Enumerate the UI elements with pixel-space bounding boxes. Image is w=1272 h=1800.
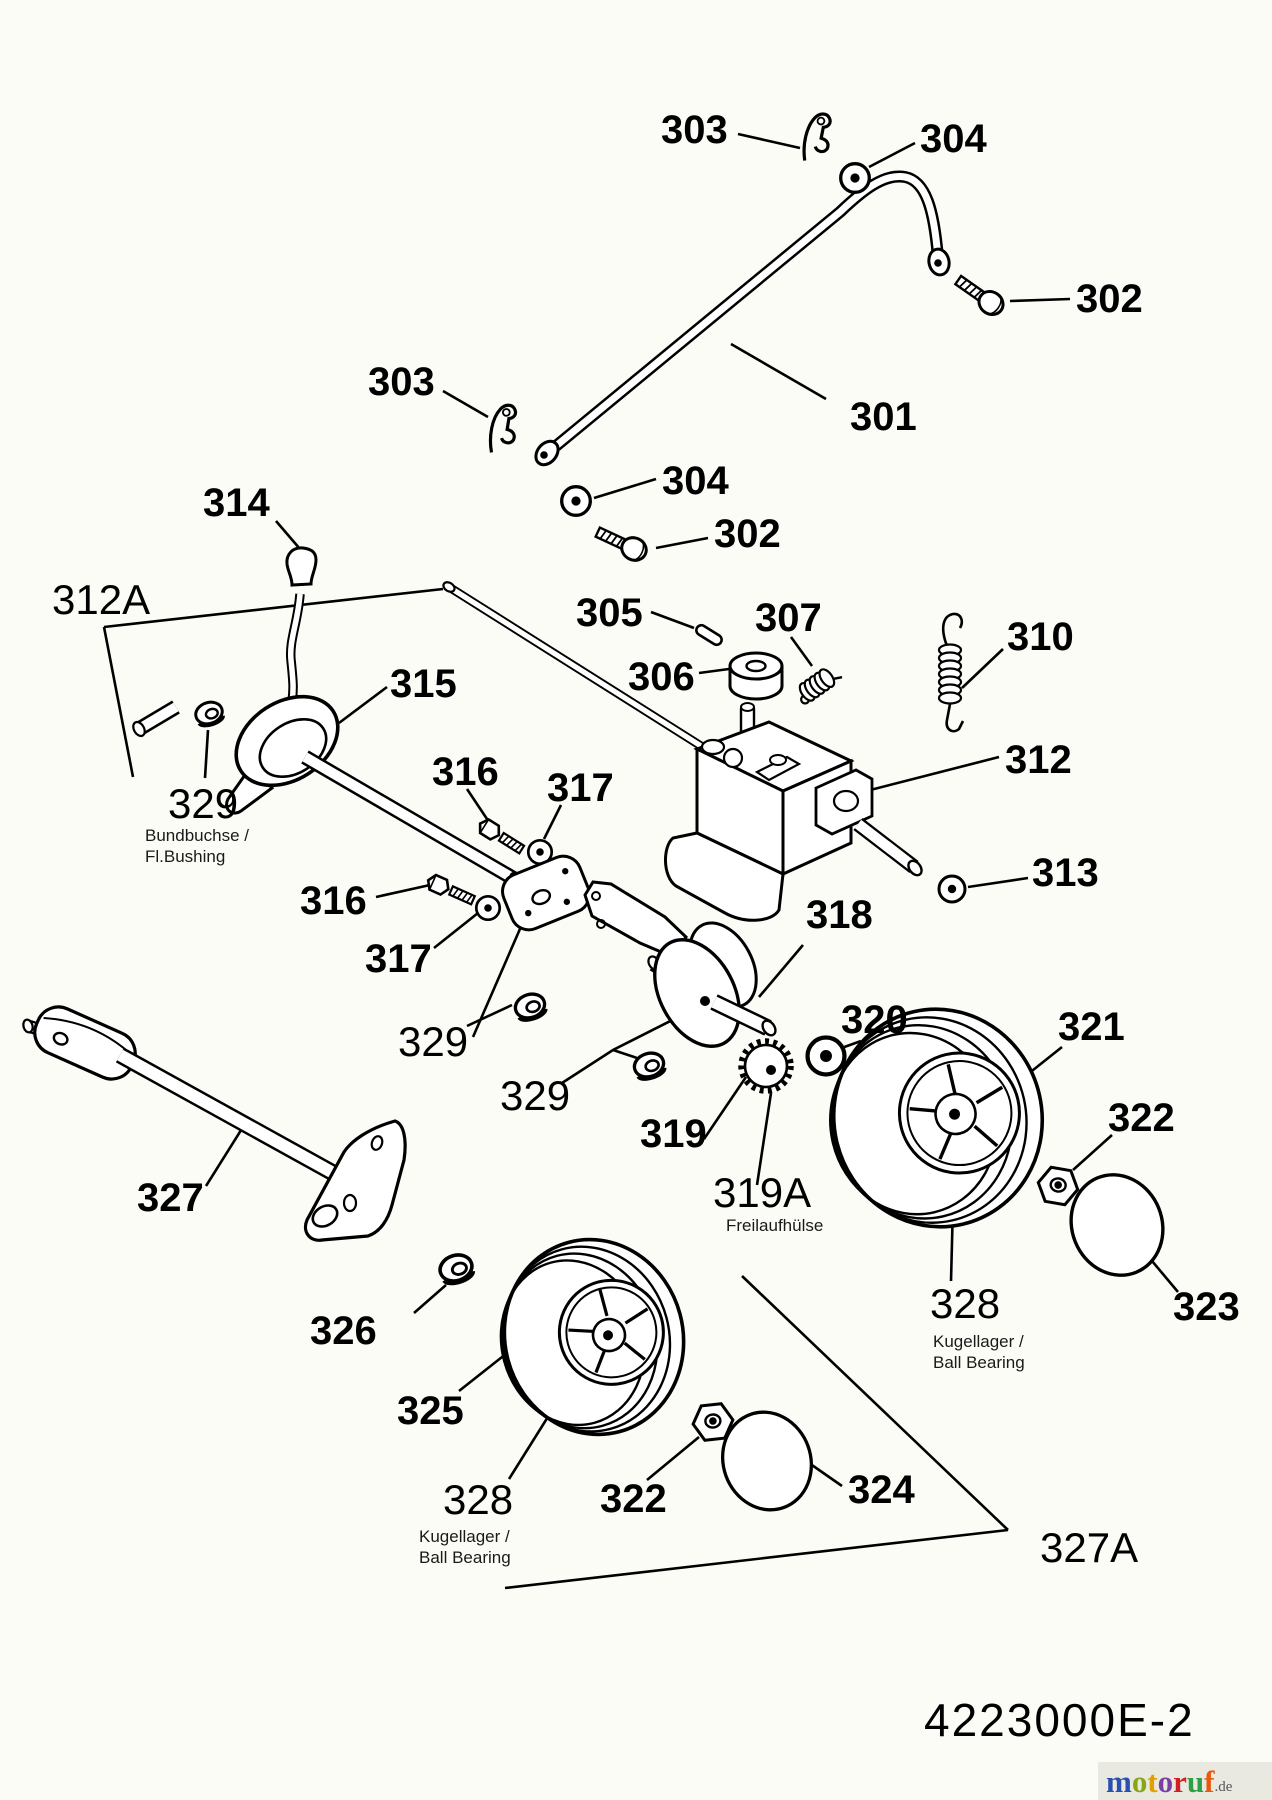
part-301-rod	[534, 170, 951, 467]
part-302-bolt-top	[950, 269, 1010, 321]
part-316-screw-1	[474, 815, 528, 858]
part-label-302-top: 302	[1076, 277, 1143, 321]
part-label-325: 325	[397, 1389, 464, 1433]
part-label-320: 320	[841, 998, 908, 1042]
part-mounting-plate	[501, 854, 591, 932]
part-label-329-1: 329	[168, 780, 238, 827]
part-321-wheel	[829, 1007, 1045, 1229]
part-label-314: 314	[203, 481, 270, 525]
part-label-327A: 327A	[1040, 1524, 1138, 1571]
annotation-freilaufhuelse: Freilaufhülse	[726, 1216, 823, 1235]
part-310-spring	[937, 612, 965, 733]
part-label-304-mid: 304	[662, 459, 729, 503]
part-329-bushing-1	[191, 697, 228, 731]
part-307-spring	[798, 668, 843, 705]
part-329-bushing-2	[510, 988, 550, 1026]
part-label-306: 306	[628, 655, 695, 699]
part-label-305: 305	[576, 591, 643, 635]
part-319-gear	[738, 1038, 794, 1094]
doc-number: 4223000E-2	[924, 1694, 1195, 1746]
part-label-317-1: 317	[547, 766, 614, 810]
watermark-band	[1098, 1762, 1272, 1800]
annotation-kugellager-right-1: Kugellager /	[933, 1332, 1024, 1351]
part-label-307: 307	[755, 596, 822, 640]
part-303-clip-top	[801, 110, 833, 165]
part-label-329-3: 329	[500, 1072, 570, 1119]
part-label-323: 323	[1173, 1285, 1240, 1329]
group-327A-line-lower	[504, 1528, 1009, 1590]
part-label-313: 313	[1032, 851, 1099, 895]
part-label-301: 301	[850, 395, 917, 439]
part-label-322-1: 322	[1108, 1096, 1175, 1140]
part-label-303-top: 303	[661, 108, 728, 152]
part-label-310: 310	[1007, 615, 1074, 659]
part-302-bolt-mid	[591, 520, 652, 566]
annotation-bundbuchse-line2: Fl.Bushing	[145, 847, 225, 866]
part-label-316-2: 316	[300, 879, 367, 923]
part-326-bushing	[434, 1249, 478, 1289]
part-label-317-2: 317	[365, 937, 432, 981]
part-label-329-2: 329	[398, 1018, 468, 1065]
part-304-washer-mid	[560, 485, 592, 517]
parts	[22, 110, 1180, 1525]
part-316-screw-2	[423, 871, 478, 909]
part-label-322-2: 322	[600, 1477, 667, 1521]
watermark-logo: motoruf.de	[1106, 1764, 1233, 1799]
part-306-roller	[728, 651, 784, 701]
part-label-304-top: 304	[920, 117, 987, 161]
watermark: motoruf.de	[1098, 1762, 1272, 1800]
part-label-321: 321	[1058, 1005, 1125, 1049]
part-329-bushing-3	[629, 1047, 669, 1085]
part-label-319A: 319A	[713, 1169, 811, 1216]
part-label-328-right: 328	[930, 1280, 1000, 1327]
part-325-wheel	[499, 1237, 686, 1437]
part-318-axle-assembly	[583, 880, 777, 1048]
group-327A-line-upper	[741, 1275, 1009, 1531]
part-312A-rod	[442, 581, 704, 750]
annotation-kugellager-right-2: Ball Bearing	[933, 1353, 1025, 1372]
part-label-312: 312	[1005, 738, 1072, 782]
part-label-302-mid: 302	[714, 512, 781, 556]
part-303-clip-mid	[487, 402, 519, 456]
part-label-319: 319	[640, 1112, 707, 1156]
part-304-washer-top	[839, 162, 871, 194]
part-313-washer	[937, 874, 967, 904]
part-label-328-left: 328	[443, 1476, 513, 1523]
part-320-washer	[808, 1038, 845, 1075]
part-label-315: 315	[390, 662, 457, 706]
part-327-axle	[22, 1005, 407, 1242]
labels: 303 304 302 301 303 304 302 314 312A 315…	[52, 108, 1240, 1746]
part-317-washer-2	[474, 894, 502, 922]
part-315-cam-lever	[132, 694, 340, 815]
part-label-318: 318	[806, 893, 873, 937]
part-label-324: 324	[848, 1468, 915, 1512]
part-label-326: 326	[310, 1309, 377, 1353]
part-312-gearbox	[664, 702, 923, 922]
annotation-kugellager-left-2: Ball Bearing	[419, 1548, 511, 1567]
part-314-knob	[285, 546, 318, 703]
part-label-303-mid: 303	[368, 360, 435, 404]
part-label-316-1: 316	[432, 750, 499, 794]
part-305-pin	[695, 623, 723, 647]
annotation-bundbuchse-line1: Bundbuchse /	[145, 826, 249, 845]
part-label-327: 327	[137, 1176, 204, 1220]
annotation-kugellager-left-1: Kugellager /	[419, 1527, 510, 1546]
part-label-312A: 312A	[52, 576, 150, 623]
